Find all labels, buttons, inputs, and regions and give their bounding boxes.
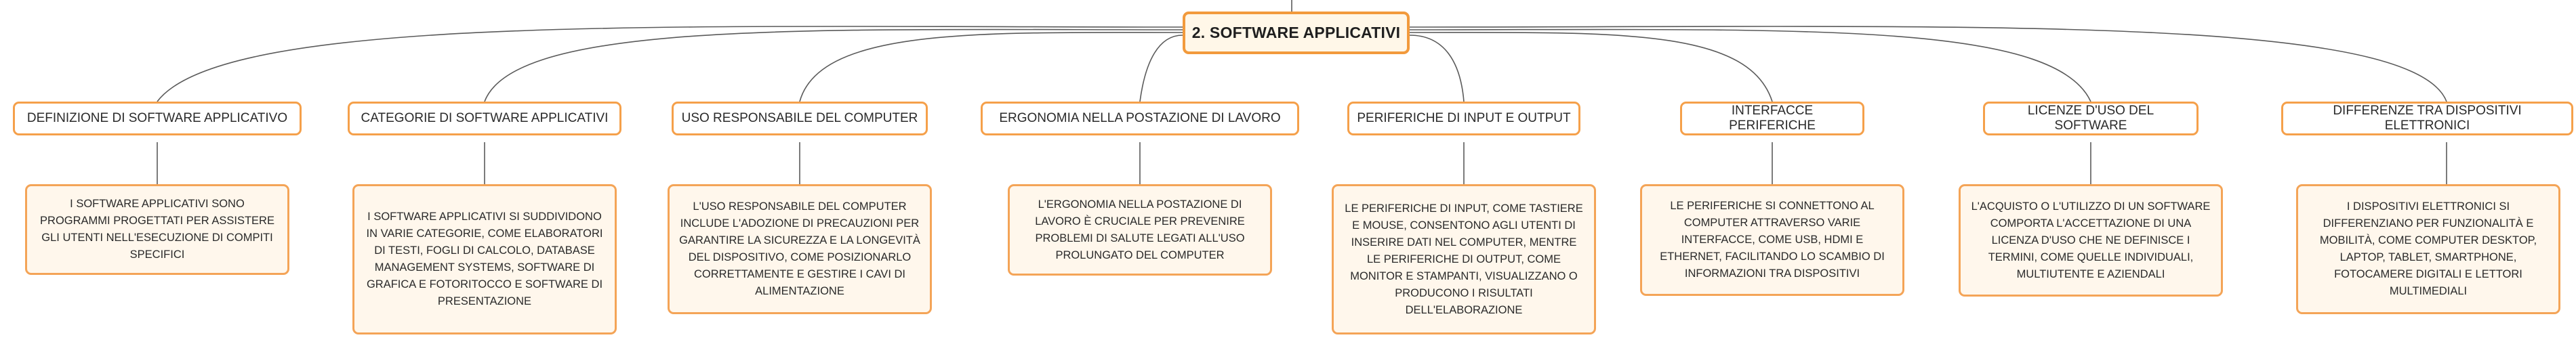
connector-root-cat-8 <box>1409 26 2447 102</box>
branch-definition-description[interactable]: I SOFTWARE APPLICATIVI SONO PROGRAMMI PR… <box>25 184 289 275</box>
branch-description: L'ERGONOMIA NELLA POSTAZIONE DI LAVORO È… <box>1035 198 1245 261</box>
branch-title: INTERFACCE PERIFERICHE <box>1729 104 1816 133</box>
connector-root-cat-4 <box>1139 35 1183 102</box>
branch-categories-topic[interactable]: CATEGORIE DI SOFTWARE APPLICATIVI <box>348 102 621 135</box>
branch-title: PERIFERICHE DI INPUT E OUTPUT <box>1357 111 1571 125</box>
connector-root-cat-6 <box>1409 32 1773 102</box>
connector-root-cat-5 <box>1409 35 1465 102</box>
branch-interfaces-description[interactable]: LE PERIFERICHE SI CONNETTONO AL COMPUTER… <box>1640 184 1904 296</box>
branch-title: DIFFERENZE TRA DISPOSITIVI ELETTRONICI <box>2333 104 2522 133</box>
branch-peripherals-topic[interactable]: PERIFERICHE DI INPUT E OUTPUT <box>1347 102 1580 135</box>
branch-ergonomics-description[interactable]: L'ERGONOMIA NELLA POSTAZIONE DI LAVORO È… <box>1008 184 1272 276</box>
branch-description: I DISPOSITIVI ELETTRONICI SI DIFFERENZIA… <box>2319 200 2537 297</box>
branch-responsible-use-topic[interactable]: USO RESPONSABILE DEL COMPUTER <box>672 102 928 135</box>
branch-devices-description[interactable]: I DISPOSITIVI ELETTRONICI SI DIFFERENZIA… <box>2296 184 2560 314</box>
branch-responsible-use-description[interactable]: L'USO RESPONSABILE DEL COMPUTER INCLUDE … <box>668 184 932 314</box>
connector-root-cat-3 <box>799 32 1183 102</box>
root-topic[interactable]: 2. SOFTWARE APPLICATIVI <box>1183 12 1410 54</box>
branch-ergonomics-topic[interactable]: ERGONOMIA NELLA POSTAZIONE DI LAVORO <box>981 102 1299 135</box>
branch-description: I SOFTWARE APPLICATIVI SONO PROGRAMMI PR… <box>40 198 274 261</box>
branch-description: L'USO RESPONSABILE DEL COMPUTER INCLUDE … <box>679 200 920 297</box>
branch-title: CATEGORIE DI SOFTWARE APPLICATIVI <box>361 111 609 125</box>
branch-licenses-description[interactable]: L'ACQUISTO O L'UTILIZZO DI UN SOFTWARE C… <box>1959 184 2223 297</box>
branch-title: DEFINIZIONE DI SOFTWARE APPLICATIVO <box>26 111 288 125</box>
branch-devices-topic[interactable]: DIFFERENZE TRA DISPOSITIVI ELETTRONICI <box>2281 102 2573 135</box>
branch-description: L'ACQUISTO O L'UTILIZZO DI UN SOFTWARE C… <box>1971 200 2211 280</box>
branch-title: LICENZE D'USO DEL SOFTWARE <box>2027 104 2154 133</box>
connector-root-cat-2 <box>484 28 1183 102</box>
root-topic-title: 2. SOFTWARE APPLICATIVI <box>1191 24 1401 41</box>
branch-description: LE PERIFERICHE DI INPUT, COME TASTIERE E… <box>1345 202 1583 316</box>
branch-categories-description[interactable]: I SOFTWARE APPLICATIVI SI SUDDIVIDONO IN… <box>352 184 617 334</box>
branch-title: ERGONOMIA NELLA POSTAZIONE DI LAVORO <box>999 111 1281 125</box>
connector-root-cat-1 <box>157 26 1183 102</box>
connector-root-cat-7 <box>1409 28 2091 102</box>
branch-interfaces-topic[interactable]: INTERFACCE PERIFERICHE <box>1680 102 1864 135</box>
branch-licenses-topic[interactable]: LICENZE D'USO DEL SOFTWARE <box>1983 102 2199 135</box>
branch-description: LE PERIFERICHE SI CONNETTONO AL COMPUTER… <box>1660 200 1885 280</box>
branch-description: I SOFTWARE APPLICATIVI SI SUDDIVIDONO IN… <box>366 211 603 307</box>
branch-peripherals-description[interactable]: LE PERIFERICHE DI INPUT, COME TASTIERE E… <box>1332 184 1596 334</box>
branch-title: USO RESPONSABILE DEL COMPUTER <box>681 111 918 125</box>
branch-definition-topic[interactable]: DEFINIZIONE DI SOFTWARE APPLICATIVO <box>13 102 302 135</box>
